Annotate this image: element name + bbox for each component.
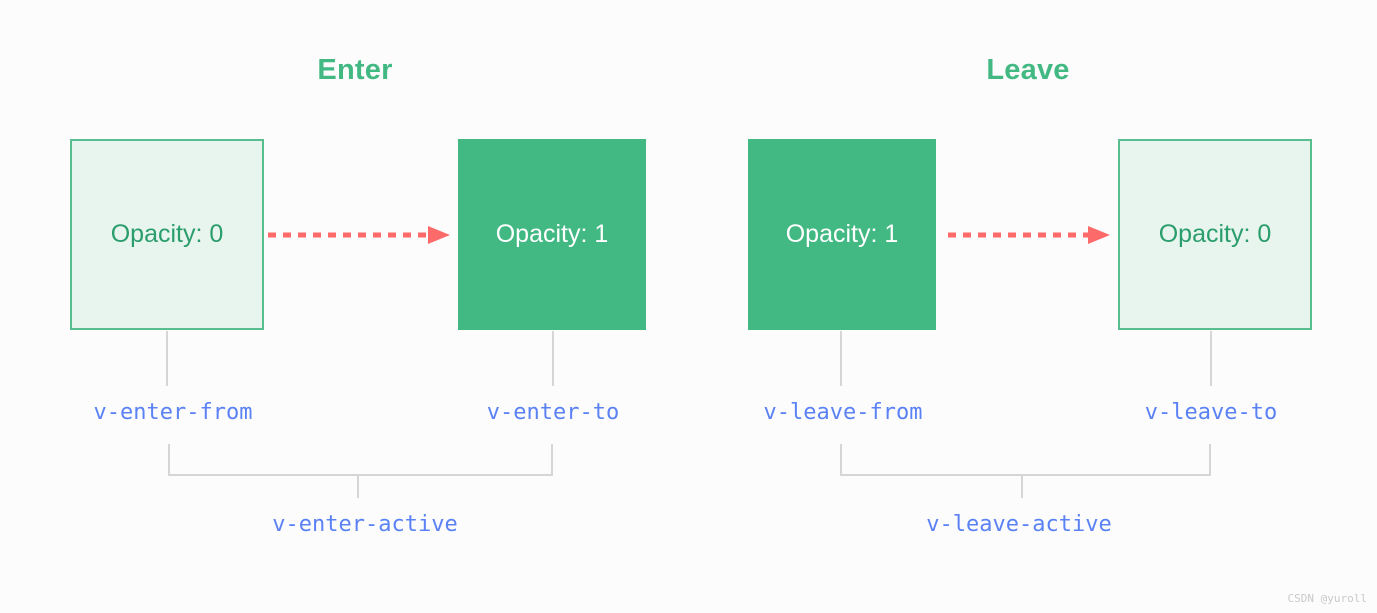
state-box-leave-to: Opacity: 0 <box>1118 139 1312 330</box>
connector-stem-enter-from <box>166 331 168 386</box>
state-box-leave-from: Opacity: 1 <box>748 139 936 330</box>
bracket-leave-tick <box>1021 474 1023 498</box>
bracket-enter-right-arm <box>551 444 553 475</box>
bracket-leave-left-arm <box>840 444 842 475</box>
bracket-leave-bar <box>840 474 1211 476</box>
bracket-enter-tick <box>357 474 359 498</box>
connector-stem-leave-from <box>840 331 842 386</box>
bracket-enter-bar <box>168 474 553 476</box>
class-label-v-leave-from: v-leave-from <box>763 400 923 425</box>
class-label-v-enter-active: v-enter-active <box>272 512 458 537</box>
class-label-v-enter-from: v-enter-from <box>93 400 253 425</box>
bracket-enter-left-arm <box>168 444 170 475</box>
state-box-enter-to: Opacity: 1 <box>458 139 646 330</box>
class-label-v-leave-active: v-leave-active <box>926 512 1112 537</box>
bracket-leave-right-arm <box>1209 444 1211 475</box>
state-box-enter-from: Opacity: 0 <box>70 139 264 330</box>
section-title-enter: Enter <box>317 54 393 86</box>
class-label-v-enter-to: v-enter-to <box>486 400 620 425</box>
connector-stem-leave-to <box>1210 331 1212 386</box>
section-title-leave: Leave <box>986 54 1070 86</box>
watermark: CSDN @yuroll <box>1287 592 1367 605</box>
class-label-v-leave-to: v-leave-to <box>1144 400 1278 425</box>
connector-stem-enter-to <box>552 331 554 386</box>
dashed-arrow-right-icon-enter <box>268 226 450 244</box>
dashed-arrow-right-icon-leave <box>948 226 1110 244</box>
